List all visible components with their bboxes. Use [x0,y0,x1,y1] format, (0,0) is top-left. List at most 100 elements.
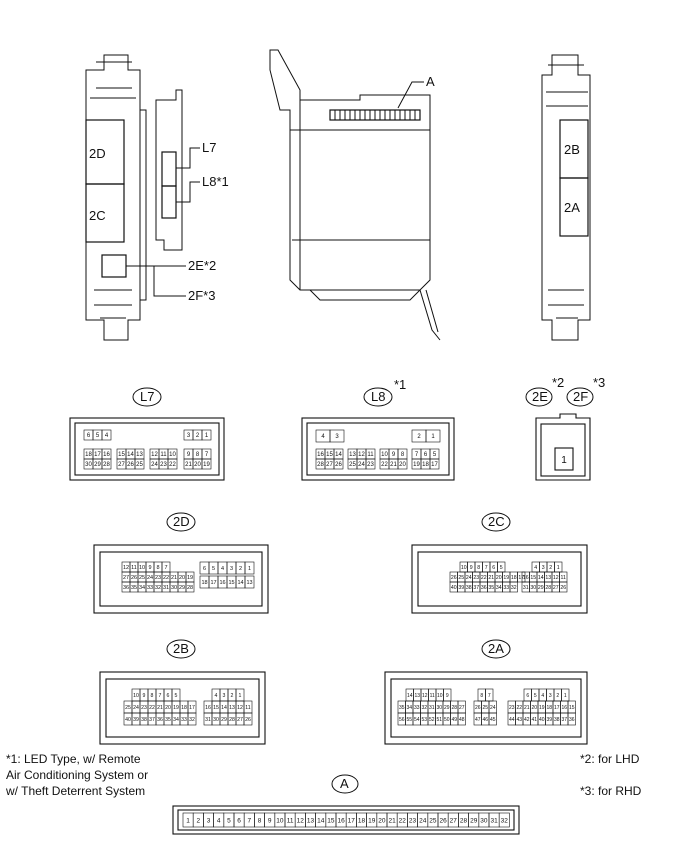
tag-l8: L8 [371,389,385,404]
2b-pin-8: 8 [151,693,154,699]
tag-2e: 2E [532,389,548,404]
2a-pin-43: 43 [516,717,522,723]
2d-pin-23: 23 [155,575,161,581]
2c-pin-26: 26 [451,575,457,581]
2d-pin-34: 34 [139,585,145,591]
2d-pin-29: 29 [179,585,185,591]
center-unit-drawing: A [269,49,441,341]
l8-pin-1: 1 [431,434,435,440]
2a-pin-20: 20 [531,705,537,711]
a-pin-4: 4 [217,817,221,824]
2a-pin-14: 14 [407,693,413,699]
a-pin-31: 31 [490,817,498,824]
2b-pin-23: 23 [141,705,147,711]
2d-pin-27: 27 [123,575,129,581]
2a-pin-8: 8 [480,693,483,699]
l8-pin-8: 8 [401,452,405,458]
2a-pin-51: 51 [436,717,442,723]
2c-pin-20: 20 [496,575,502,581]
tag-a: A [340,776,349,791]
a-pin-19: 19 [368,817,376,824]
2a-pin-27: 27 [459,705,465,711]
2d-pin-1: 1 [248,566,251,572]
2c-pin-4: 4 [534,565,537,571]
2d-pin-3: 3 [230,566,233,572]
2a-pin-3: 3 [549,693,552,699]
2b-pin-15: 15 [213,705,219,711]
2b-pin-7: 7 [159,693,162,699]
2c-pin-19: 19 [503,575,509,581]
left-unit-lower-label: 2C [89,208,106,223]
2b-pin-16: 16 [205,705,211,711]
l8-pin-27: 27 [326,462,333,468]
2a-pin-23: 23 [509,705,515,711]
2c-pin-16: 16 [523,575,529,581]
l7-pin-22: 22 [169,462,176,468]
2a-pin-52: 52 [429,717,435,723]
l8-pin-3-cell [329,429,345,443]
2b-pin-14: 14 [221,705,227,711]
l8-pin-16: 16 [317,452,324,458]
2c-pin-25: 25 [458,575,464,581]
2c-pin-18: 18 [511,575,517,581]
a-pin-10: 10 [276,817,284,824]
2b-pin-12: 12 [237,705,243,711]
2c-pin-27: 27 [553,585,559,591]
2c-pin-26: 26 [560,585,566,591]
tag-2b: 2B [173,641,189,656]
2d-pin-22: 22 [163,575,169,581]
l7-pin-27: 27 [118,462,125,468]
a-pin-30: 30 [480,817,488,824]
l8-pin-2: 2 [417,434,421,440]
2d-pin-33: 33 [147,585,153,591]
2c-pin-7: 7 [485,565,488,571]
2a-pin-45: 45 [490,717,496,723]
2c-pin-31: 31 [523,585,529,591]
l8-pin-12: 12 [358,452,365,458]
2c-pin-12: 12 [553,575,559,581]
2a-pin-49: 49 [451,717,457,723]
l7-pin-7: 7 [205,452,209,458]
2d-pin-16: 16 [219,580,225,586]
l8-pin-3: 3 [335,434,339,440]
l7-pin-1-cell [201,429,212,441]
2b-pin-19: 19 [173,705,179,711]
2b-pin-24: 24 [133,705,139,711]
2b-pin-35: 35 [165,717,171,723]
l8-pin-25: 25 [349,462,356,468]
2c-pin-14: 14 [538,575,544,581]
l8-pin-20-cell [397,458,408,470]
footnote-1-line-2: Air Conditioning System or [6,768,149,782]
2a-pin-36-cell [567,712,576,726]
2b-pin-26-cell [243,712,253,726]
2d-pin-7: 7 [164,565,167,571]
tag-2f: 2F [573,389,588,404]
2c-pin-32: 32 [511,585,517,591]
tag-l8-sup: *1 [394,377,406,392]
a-pin-6: 6 [237,817,241,824]
l7-pin-25: 25 [136,462,143,468]
2b-pin-39: 39 [133,717,139,723]
bracket-label-l8: L8*1 [202,174,229,189]
right-unit-lower-label: 2A [564,200,580,215]
2a-pin-17: 17 [554,705,560,711]
l8-pin-11: 11 [367,452,374,458]
a-pin-12: 12 [297,817,305,824]
l8-pin-10: 10 [381,452,388,458]
a-pin-21: 21 [388,817,396,824]
2b-pin-6: 6 [167,693,170,699]
l8-pin-26: 26 [335,462,342,468]
l7-pin-19-cell [201,458,212,470]
2a-pin-54: 54 [414,717,420,723]
2a-pin-32: 32 [421,705,427,711]
l8-pin-6: 6 [424,452,428,458]
2d-pin-25: 25 [139,575,145,581]
2a-pin-56: 56 [399,717,405,723]
l7-pin-4: 4 [105,433,109,439]
left-unit-upper-label: 2D [89,146,106,161]
2d-pin-28-cell [185,581,195,593]
2c-pin-39: 39 [458,585,464,591]
a-pin-20: 20 [378,817,386,824]
l8-pin-26-cell [333,458,344,470]
2d-pin-31: 31 [163,585,169,591]
